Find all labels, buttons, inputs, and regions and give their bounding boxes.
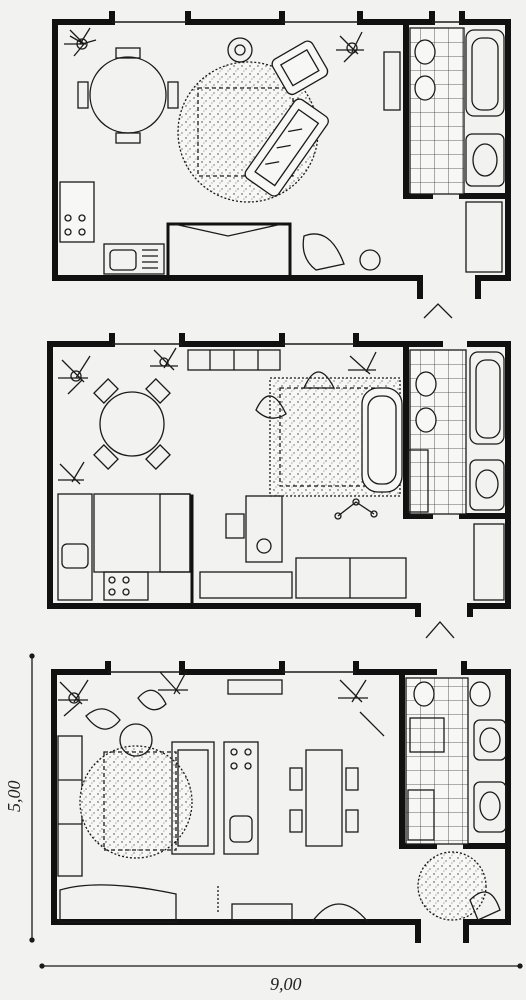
armchair (137, 689, 167, 711)
floor-plan-1 (52, 11, 511, 319)
round-rug (79, 745, 193, 859)
closet (473, 523, 505, 601)
armchair (85, 708, 121, 730)
sofa (361, 387, 403, 493)
bench (295, 557, 407, 599)
armchair (255, 395, 287, 419)
height-dimension-label: 5,00 (4, 781, 24, 813)
round-dining-table (77, 47, 179, 144)
low-shelf (231, 903, 293, 921)
bathroom-2 (407, 349, 505, 515)
plan-2-walls (47, 333, 511, 617)
plant-icon (158, 671, 188, 695)
kitchen-3 (223, 741, 259, 855)
kitchen-1 (59, 181, 165, 275)
sofa (57, 735, 83, 877)
plant-icon (58, 355, 91, 395)
shelf (227, 679, 283, 695)
entry-arrow (423, 303, 453, 319)
width-dimension-label: 9,00 (270, 974, 302, 994)
side-tables (334, 498, 378, 520)
width-dimension (39, 963, 523, 969)
plan-3-walls (51, 661, 511, 943)
plant-icon (348, 351, 377, 375)
armchair (469, 891, 501, 921)
plant-icon (58, 679, 89, 717)
floor-plan-3 (51, 661, 511, 943)
bathroom-3 (405, 677, 507, 845)
plant-icon (338, 679, 385, 737)
pouf (119, 723, 153, 757)
stool (359, 249, 381, 271)
closet (465, 201, 503, 273)
daybed (59, 884, 177, 923)
armchair (303, 371, 336, 389)
floor-plan-2 (47, 333, 511, 639)
plant-icon (64, 27, 97, 57)
armchair (271, 40, 329, 96)
plant-icon (150, 347, 178, 371)
plant-icon (336, 31, 364, 63)
pouf (227, 37, 253, 63)
sofa (244, 98, 329, 197)
low-cabinet (199, 571, 293, 599)
sideboard (383, 51, 401, 111)
plant-icon (58, 461, 85, 485)
height-dimension (29, 653, 35, 943)
plan-1-walls (52, 11, 511, 299)
sofa (171, 741, 215, 855)
bathroom-1 (409, 27, 505, 195)
round-table-half (311, 903, 369, 923)
kitchen-2 (57, 461, 191, 601)
desk (245, 495, 283, 563)
round-rug-small (417, 851, 487, 921)
lounge-chair (302, 233, 345, 271)
dining-table (289, 749, 359, 847)
tv-unit (173, 223, 283, 237)
desk-chair (225, 513, 245, 539)
entry-arrow (425, 621, 455, 639)
round-dining-table (93, 378, 171, 470)
